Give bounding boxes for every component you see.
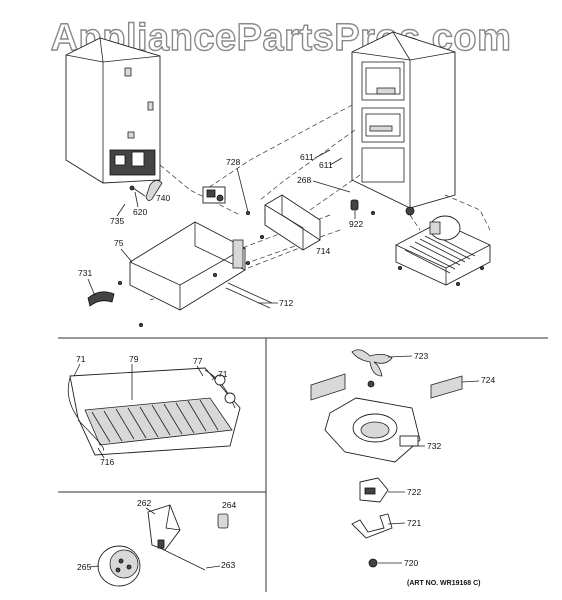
screw-part xyxy=(132,187,146,197)
callout-716: 716 xyxy=(100,457,114,467)
callout-620: 620 xyxy=(133,207,147,217)
refrigerator-front-view xyxy=(351,31,456,216)
callout-75: 75 xyxy=(114,238,124,248)
callout-79: 79 xyxy=(129,354,139,364)
art-number: (ART NO. WR19168 C) xyxy=(407,580,481,587)
callout-262: 262 xyxy=(137,498,151,508)
callout-263: 263 xyxy=(221,560,235,570)
callout-268: 268 xyxy=(297,175,311,185)
fan-shroud-callouts: 723 724 732 722 721 720 xyxy=(378,351,495,568)
evaporator-cover-part xyxy=(129,221,246,311)
evaporator-assembly xyxy=(67,367,241,456)
fan-shroud-assembly xyxy=(310,349,463,568)
callout-611b: 611 xyxy=(319,160,333,170)
callout-264: 264 xyxy=(222,500,236,510)
refrigerator-rear-view xyxy=(65,37,161,184)
screws-top xyxy=(118,210,375,327)
grille-part xyxy=(87,291,115,307)
evaporator-callouts: 71 79 77 71 716 xyxy=(73,354,228,467)
callout-723: 723 xyxy=(414,351,428,361)
callout-712: 712 xyxy=(279,298,293,308)
callout-77: 77 xyxy=(193,356,203,366)
air-duct-part xyxy=(264,194,321,251)
heater-part xyxy=(225,282,273,309)
callout-722: 722 xyxy=(407,487,421,497)
callout-714: 714 xyxy=(316,246,330,256)
callout-720: 720 xyxy=(404,558,418,568)
thermistor-part xyxy=(350,199,359,211)
callout-721: 721 xyxy=(407,518,421,528)
callout-740: 740 xyxy=(156,193,170,203)
callout-71b: 71 xyxy=(218,369,228,379)
callout-731: 731 xyxy=(78,268,92,278)
top-callouts: 611 611 268 728 740 620 735 922 714 75 7… xyxy=(78,149,363,308)
drain-tube-part xyxy=(145,180,163,201)
damper-part xyxy=(202,186,226,204)
fan-motor-group xyxy=(97,504,229,587)
callout-735: 735 xyxy=(110,216,124,226)
callout-728: 728 xyxy=(226,157,240,167)
callout-724: 724 xyxy=(481,375,495,385)
compressor-base-assembly xyxy=(395,215,491,286)
callout-71a: 71 xyxy=(76,354,86,364)
callout-922: 922 xyxy=(349,219,363,229)
callout-611a: 611 xyxy=(300,152,314,162)
fan-motor-callouts: 262 264 265 263 xyxy=(77,498,236,572)
callout-265: 265 xyxy=(77,562,91,572)
callout-732: 732 xyxy=(427,441,441,451)
